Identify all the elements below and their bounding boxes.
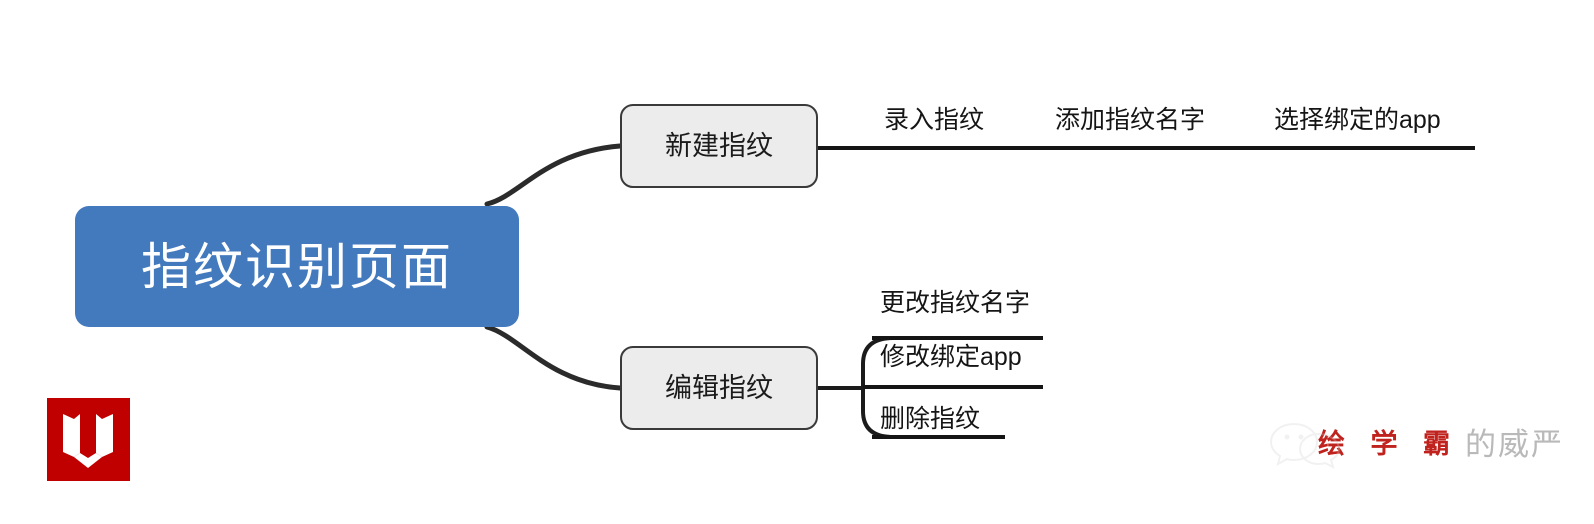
connector-root-to-new <box>484 143 623 207</box>
root-node[interactable]: 指纹识别页面 <box>75 206 519 327</box>
branch-node-label: 新建指纹 <box>665 130 773 161</box>
w-logo <box>47 398 130 481</box>
leaf-label-add-fingerprint-name[interactable]: 添加指纹名字 <box>1055 106 1206 134</box>
wechat-bubble-icon <box>1269 422 1341 469</box>
branch-node-edit-fingerprint[interactable]: 编辑指纹 <box>620 346 818 430</box>
w-logo-mark <box>63 414 113 468</box>
branch-node-new-fingerprint[interactable]: 新建指纹 <box>620 104 818 188</box>
leaf-label-enter-fingerprint[interactable]: 录入指纹 <box>884 106 985 134</box>
watermark-suffix-text: 的威严 <box>1465 426 1565 462</box>
watermark-brand-text: 绘 学 霸 <box>1318 428 1460 459</box>
leaf-label-select-bound-app[interactable]: 选择绑定的app <box>1274 106 1441 134</box>
watermark: 绘 学 霸 的威严 <box>1268 416 1564 472</box>
branch-node-label: 编辑指纹 <box>665 372 773 403</box>
connector-root-to-edit <box>484 324 623 391</box>
root-node-label: 指纹识别页面 <box>141 238 453 295</box>
leaf-label-delete-fingerprint[interactable]: 删除指纹 <box>880 405 981 433</box>
leaf-label-modify-bound-app[interactable]: 修改绑定app <box>880 343 1022 371</box>
leaf-label-change-fingerprint-name[interactable]: 更改指纹名字 <box>880 289 1031 317</box>
